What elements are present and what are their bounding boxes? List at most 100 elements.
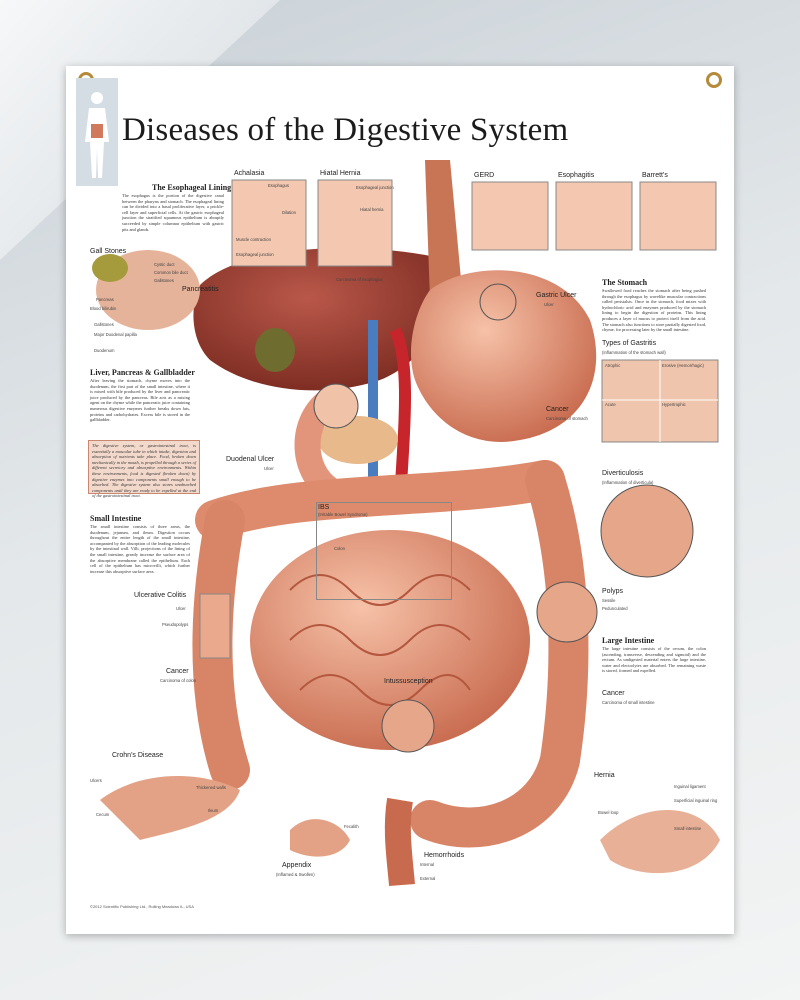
label-small: Small intestine [674, 826, 702, 831]
barretts-inset [639, 181, 717, 251]
liver-text: After leaving the stomach, chyme moves i… [90, 378, 190, 423]
erosive-label: Erosive (Hemorrhagic) [662, 363, 704, 368]
diverticulosis-title: Diverticulosis [602, 470, 644, 477]
rectum-shape [384, 797, 415, 887]
stomach-text: Swallowed food reaches the stomach after… [602, 288, 707, 333]
label-superficial: Superficial inguinal ring [674, 798, 718, 803]
human-figure-logo [76, 78, 118, 186]
label-gallstone2: Gallstones [94, 322, 114, 327]
label-ulcers: Ulcers [90, 778, 102, 783]
esophageal-text: The esophagus is the portion of the dige… [122, 193, 224, 232]
atrophic-label: Atrophic [605, 363, 621, 368]
barretts-title: Barrett's [642, 172, 668, 179]
label-ej2: Esophageal junction [356, 185, 394, 190]
hiatal-inset [317, 179, 393, 267]
gallbladder-shape [255, 328, 295, 372]
label-blood: Blood bilirubin [90, 306, 117, 311]
label-esophagus: Esophagus [268, 183, 289, 188]
ulcerative-colitis-title: Ulcerative Colitis [134, 592, 187, 599]
ibs-subtitle: (Irritable Bowel Syndrome) [318, 512, 368, 517]
hernia-inset [600, 810, 720, 874]
intro-box: The digestive system, or gastrointestina… [88, 440, 200, 498]
label-dilation: Dilation [282, 210, 296, 215]
cancer-stomach-subtitle: Carcinoma of stomach [546, 416, 588, 421]
small-intestine-text: The small intestine consists of three ar… [90, 524, 190, 574]
label-cecum: Cecum [96, 812, 110, 817]
ibs-title: IBS [318, 504, 330, 511]
label-fecalith: Fecalith [344, 824, 359, 829]
cancer-stomach-title: Cancer [546, 406, 569, 413]
diverticulosis-subtitle: (Inflammation of diverticula) [602, 480, 654, 485]
label-cystic: Cystic duct [154, 262, 175, 267]
label-bowel: Bowel loop [598, 810, 619, 815]
intussusception-title: Intussusception [384, 678, 433, 685]
label-ulcer2: Ulcer [264, 466, 274, 471]
label-duodenum: Duodenum [94, 348, 115, 353]
intussusception-circle [381, 699, 435, 753]
hernia-title: Hernia [594, 772, 615, 779]
label-gallstones: Gallstones [154, 278, 174, 283]
gastric-ulcer-title: Gastric Ulcer [536, 292, 577, 299]
cancer-rectum-title: Cancer [602, 690, 625, 697]
polyps-circle [536, 581, 598, 643]
intro-text: The digestive system, or gastrointestina… [92, 443, 196, 499]
hemorrhoids-title: Hemorrhoids [424, 852, 465, 859]
gastritis-subtitle: (Inflammation of the stomach wall) [602, 350, 666, 355]
ibs-inset-frame [316, 502, 452, 600]
label-external: External [420, 876, 436, 881]
aorta-shape [389, 327, 411, 501]
appendix-inset [290, 819, 350, 857]
copyright: ©2012 Scientific Publishing Ltd., Rollin… [90, 904, 194, 909]
label-ileum: Ileum [208, 808, 219, 813]
label-hiatal-hernia: Hiatal hernia [360, 207, 384, 212]
esophagitis-inset [555, 181, 633, 251]
cancer-colon-title: Cancer [166, 668, 189, 675]
duodenal-ulcer-title: Duodenal Ulcer [226, 456, 275, 463]
appendix-subtitle: (Inflamed & Swollen) [276, 872, 315, 877]
pancreatitis-title: Pancreatitis [182, 286, 219, 293]
descending-colon-shape [410, 460, 589, 848]
poster-title: Diseases of the Digestive System [122, 112, 569, 148]
label-carcinoma-eso: Carcinoma of esophagus [336, 277, 383, 282]
gerd-inset [471, 181, 549, 251]
esophageal-heading: The Esophageal Lining [152, 183, 232, 192]
vein-shape [368, 320, 378, 490]
acute-label: Acute [605, 402, 616, 407]
liver-heading: Liver, Pancreas & Gallbladder [90, 368, 195, 377]
polyps-title: Polyps [602, 588, 624, 595]
hypertrophic-label: Hypertrophic [662, 402, 686, 407]
label-muscle: Muscle contraction [236, 237, 271, 242]
duodenal-ulcer-circle [313, 383, 359, 429]
achalasia-title: Achalasia [234, 170, 265, 177]
label-colon: Colon [334, 546, 345, 551]
grommet-right [706, 72, 722, 88]
small-intestine-heading: Small Intestine [90, 514, 142, 523]
label-sessile: Sessile [602, 598, 616, 603]
label-cbd: Common bile duct [154, 270, 188, 275]
hiatal-title: Hiatal Hernia [320, 170, 361, 177]
label-ulcer3: Ulcer [176, 606, 186, 611]
label-thickened: Thickened walls [196, 785, 226, 790]
label-internal: Internal [420, 862, 434, 867]
crohns-title: Crohn's Disease [112, 752, 164, 759]
esophagus-shape [425, 160, 462, 300]
colitis-inset [199, 593, 231, 659]
appendix-title: Appendix [282, 862, 312, 869]
label-ulcer: Ulcer [544, 302, 554, 307]
large-intestine-heading: Large Intestine [602, 636, 655, 645]
achalasia-inset [231, 179, 307, 267]
transverse-colon-shape [195, 460, 565, 540]
small-intestine-shape [250, 530, 530, 750]
intestine-folds [289, 574, 471, 706]
label-pancreas: Pancreas [96, 297, 114, 302]
label-inguinal: Inguinal ligament [674, 784, 706, 789]
gastric-ulcer-circle [479, 283, 517, 321]
crohns-inset [100, 776, 240, 840]
large-intestine-text: The large intestine consists of the cecu… [602, 646, 706, 674]
diverticulosis-circle [600, 484, 694, 578]
gerd-title: GERD [474, 172, 495, 179]
label-pseudopolyps: Pseudopolyps [162, 622, 189, 627]
esophagitis-title: Esophagitis [558, 172, 595, 179]
label-ej: Esophageal junction [236, 252, 274, 257]
label-pedunculated: Pedunculated [602, 606, 628, 611]
